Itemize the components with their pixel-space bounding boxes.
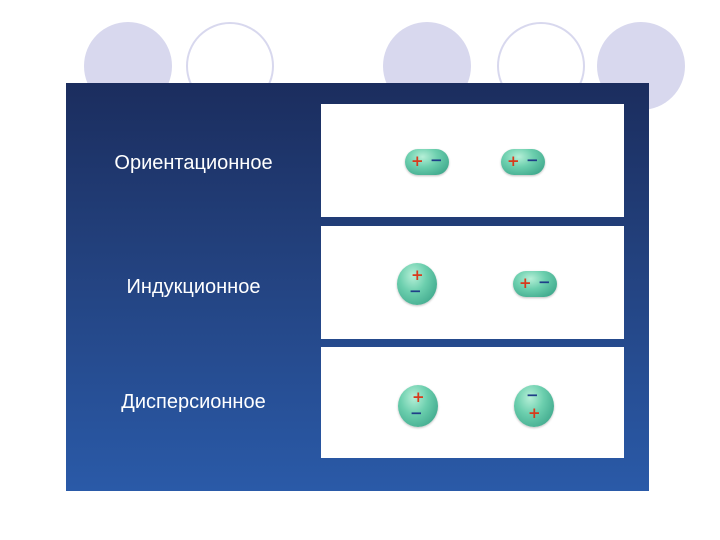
plus-sign: + bbox=[528, 406, 541, 421]
plus-sign: + bbox=[507, 154, 520, 169]
interaction-types-panel: Ориентационное + − + − Индукционное + − … bbox=[66, 83, 649, 491]
plus-sign: + bbox=[412, 390, 425, 405]
row-label-orientation: Ориентационное bbox=[66, 152, 321, 175]
row-label-induction: Индукционное bbox=[66, 276, 321, 299]
minus-sign: − bbox=[430, 153, 443, 168]
plus-sign: + bbox=[411, 154, 424, 169]
dipole-molecule: + − bbox=[501, 149, 545, 175]
plus-sign: + bbox=[411, 268, 424, 283]
polarized-molecule: + − bbox=[397, 263, 437, 305]
row-label-dispersion: Дисперсионное bbox=[66, 391, 321, 414]
dipole-molecule: + − bbox=[513, 271, 557, 297]
dipole-molecule: + − bbox=[405, 149, 449, 175]
induction-diagram-box: + − + − bbox=[321, 226, 624, 339]
polarized-molecule: − + bbox=[514, 385, 554, 427]
plus-sign: + bbox=[519, 276, 532, 291]
orientation-diagram-box: + − + − bbox=[321, 104, 624, 217]
dispersion-diagram-box: + − − + bbox=[321, 347, 624, 458]
minus-sign: − bbox=[526, 388, 539, 403]
minus-sign: − bbox=[538, 275, 551, 290]
minus-sign: − bbox=[410, 406, 423, 421]
minus-sign: − bbox=[409, 284, 422, 299]
minus-sign: − bbox=[526, 153, 539, 168]
polarized-molecule: + − bbox=[398, 385, 438, 427]
